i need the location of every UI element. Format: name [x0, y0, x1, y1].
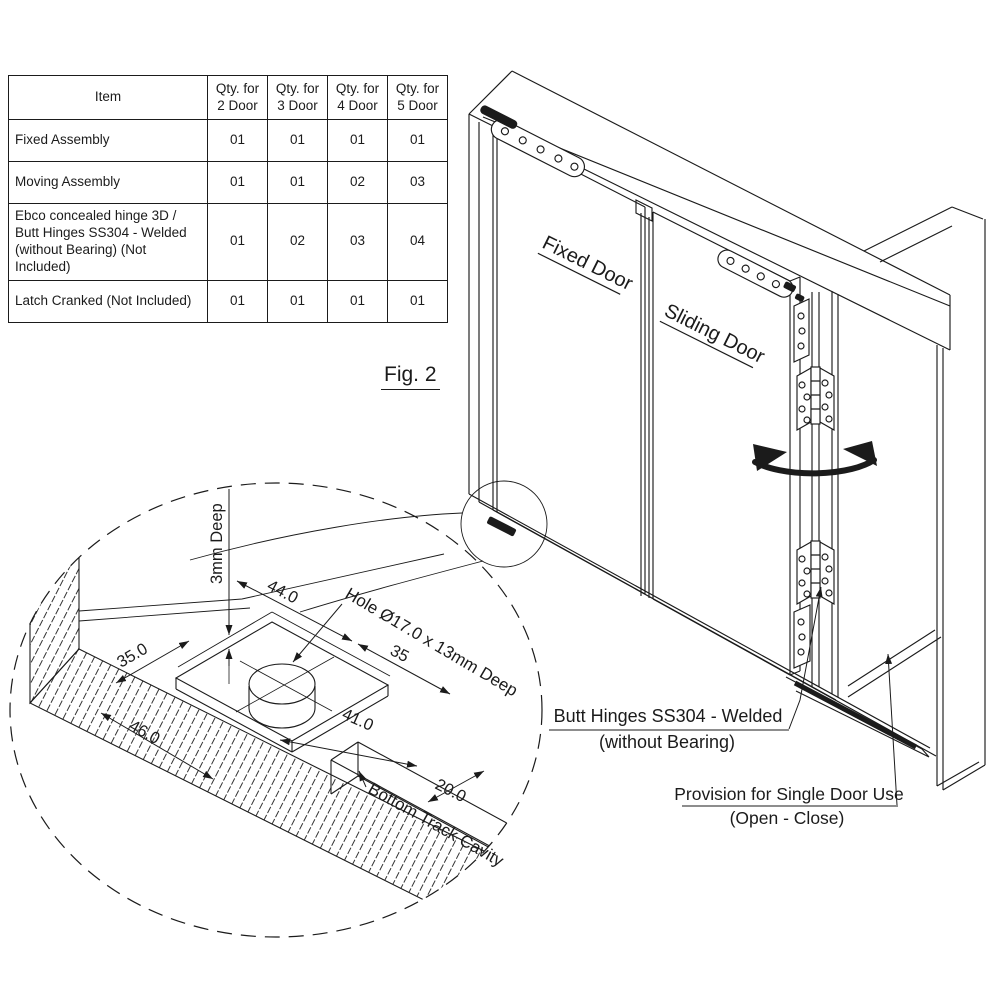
sliding-door-underline [659, 320, 754, 369]
provision-callout-line1: Provision for Single Door Use [674, 784, 904, 804]
provision-leader [885, 653, 898, 806]
qty-cell: 01 [207, 203, 268, 281]
dim-line-44 [236, 580, 353, 642]
header-item-label: Item [94, 89, 122, 105]
provision-callout-line2: (Open - Close) [730, 808, 845, 828]
item-hinge: Ebco concealed hinge 3D / Butt Hinges SS… [8, 203, 208, 281]
dim-20-label: 20.0 [432, 776, 469, 807]
butt-hinge-lower [796, 540, 835, 605]
detail-balloon [189, 480, 548, 613]
header-item: Item [8, 75, 208, 120]
qty-cell: 01 [327, 279, 388, 323]
dim-line-20 [427, 770, 485, 803]
qty-prefix: Qty. for [275, 80, 320, 96]
frame-outline [468, 70, 951, 757]
fixed-assembly-bracket [480, 105, 586, 178]
door-assembly [468, 70, 986, 791]
qty-cell: 01 [327, 119, 388, 162]
hinge-jamb [831, 291, 839, 697]
dim-line-46 [100, 712, 214, 780]
carrier-dark-2 [794, 293, 805, 302]
edge-plate-upper [793, 298, 810, 363]
detail-geometry [29, 508, 542, 937]
qty-cell: 02 [327, 161, 388, 204]
qty-col-label: 5 Door [397, 97, 438, 113]
qty-prefix: Qty. for [335, 80, 380, 96]
qty-cell: 01 [207, 161, 268, 204]
qty-cell: 01 [267, 119, 328, 162]
detail-boundary-circle [9, 482, 543, 938]
item-latch-cranked: Latch Cranked (Not Included) [8, 279, 208, 323]
fixed-door-panel [496, 130, 646, 595]
dim-line-41 [279, 738, 418, 768]
edge-plate-lower [793, 604, 811, 669]
moving-assembly-bracket [717, 249, 805, 302]
qty-prefix: Qty. for [215, 80, 260, 96]
qty-cell: 03 [387, 161, 448, 204]
qty-col-label: 4 Door [337, 97, 378, 113]
figure-label: Fig. 2 [381, 363, 440, 390]
detail-dimensions [100, 489, 485, 803]
qty-cell: 01 [207, 119, 268, 162]
hinge-pin-lines [811, 292, 820, 687]
qty-cell: 01 [267, 161, 328, 204]
bracket-dark-bar [480, 105, 518, 129]
butt-hinges-callout-line2: (without Bearing) [599, 732, 735, 752]
item-moving-assembly: Moving Assembly [8, 161, 208, 204]
balloon-tail-lower [299, 560, 484, 613]
callouts: Butt Hinges SS304 - Welded (without Bear… [549, 586, 904, 828]
dim-line-35-right [357, 643, 451, 695]
sliding-door-panel [652, 211, 791, 676]
butt-hinges-leader [788, 586, 823, 730]
cavity-leader [358, 770, 367, 788]
detail-view: 3mm Deep 44.0 35 41.0 35.0 46.0 20.0 Hol… [9, 480, 548, 938]
qty-prefix: Qty. for [395, 80, 440, 96]
carrier-dark-1 [783, 281, 797, 292]
table-row: Moving Assembly 01 01 02 03 [8, 161, 448, 204]
qty-cell: 02 [267, 203, 328, 281]
bracket-screws [500, 127, 579, 171]
dim-44-label: 44.0 [264, 577, 301, 608]
door-divider [640, 213, 650, 598]
corner-fitting-dark [487, 516, 517, 537]
qty-cell: 01 [387, 119, 448, 162]
hole-leader [292, 603, 343, 663]
qty-col-label: 2 Door [217, 97, 258, 113]
bottom-track-dark-line [793, 680, 918, 750]
butt-hinges-callout-line1: Butt Hinges SS304 - Welded [554, 706, 783, 726]
table-row: Fixed Assembly 01 01 01 01 [8, 119, 448, 162]
balloon-source-circle [460, 480, 548, 568]
qty-cell: 01 [387, 279, 448, 323]
item-fixed-assembly: Fixed Assembly [8, 119, 208, 162]
table-row: Ebco concealed hinge 3D / Butt Hinges SS… [8, 203, 448, 281]
dim-41-label: 41.0 [339, 705, 376, 735]
bottom-track [785, 676, 930, 758]
hole-centerlines [235, 656, 335, 713]
qty-cell: 04 [387, 203, 448, 281]
balloon-tail-upper [189, 512, 463, 561]
dim-line-35-left [115, 640, 190, 684]
sliding-door-text: Sliding Door [661, 300, 769, 368]
dim-3mm-deep-label: 3mm Deep [208, 503, 226, 584]
fixed-door-text: Fixed Door [539, 232, 637, 295]
side-wall [847, 206, 986, 791]
fixed-door-underline [537, 252, 621, 295]
fixed-door-label: Fixed Door [537, 232, 637, 295]
meeting-stile-notch [635, 199, 653, 222]
qty-cell: 01 [207, 279, 268, 323]
qty-col-label: 3 Door [277, 97, 318, 113]
butt-hinge-upper [796, 366, 835, 431]
table-row: Latch Cranked (Not Included) 01 01 01 01 [8, 279, 448, 323]
rotation-arrow [752, 441, 877, 477]
sliding-door-label: Sliding Door [659, 300, 769, 369]
